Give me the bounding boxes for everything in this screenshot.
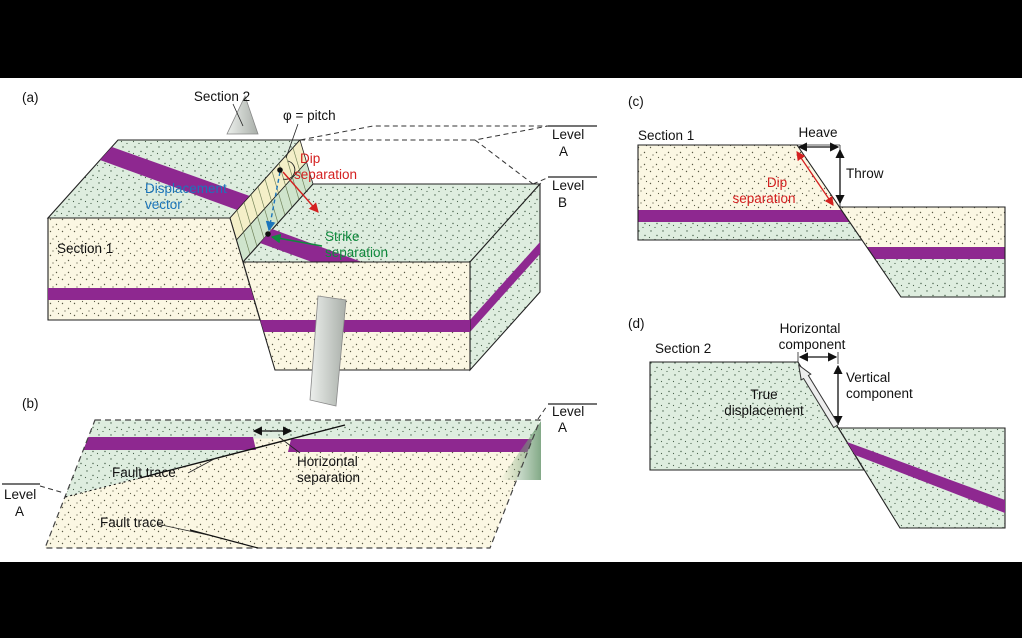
panel-c-label: (c) (628, 94, 644, 109)
heave-label: Heave (798, 125, 837, 140)
pitch-pointer-line (285, 123, 299, 159)
true-displacement-arrow (797, 363, 840, 429)
dip-separation-arrow-c (796, 151, 834, 206)
marker-bed-right-top (260, 229, 362, 262)
level-b-label-1: Level (552, 178, 584, 193)
pitch-label: φ = pitch (283, 108, 336, 123)
section2-plane-top (226, 94, 259, 135)
fault-trace-line-main (139, 424, 346, 479)
marker-bed-right-side (470, 242, 540, 332)
marker-bed-left-top (100, 147, 250, 210)
throw-label: Throw (846, 166, 884, 181)
fault-trace-pointer-lower (156, 523, 209, 536)
c-section1-label: Section 1 (638, 128, 694, 143)
true-displacement-label-2: displacement (724, 403, 804, 418)
dip-separation-label-1: Dip (300, 151, 320, 166)
dip-separation-label-2: separation (294, 167, 357, 182)
panel-d-section2-view: (d) Section 2 Horizontal component Verti… (628, 316, 1006, 529)
level-a-left-label-1: Level (4, 487, 36, 502)
c-marker-bed-left (638, 210, 850, 222)
c-right-block-outline (838, 206, 1006, 298)
marker-bed-map-right (288, 439, 533, 452)
upper-piercing-point (277, 167, 283, 173)
fault-scarp-shading (500, 421, 541, 480)
pitch-angle-arc (282, 160, 296, 180)
section1-label: Section 1 (57, 241, 113, 256)
displacement-vector-arrow (265, 171, 281, 232)
panel-b-label: (b) (22, 396, 39, 411)
level-b-projection-line (532, 177, 548, 185)
left-block-front-face (47, 217, 261, 321)
vertical-component-label-2: component (846, 386, 913, 401)
strike-separation-label-2: separation (325, 245, 388, 260)
panel-a-label: (a) (22, 90, 39, 105)
lower-piercing-point (265, 231, 271, 237)
level-a-left-dash (39, 485, 65, 494)
level-a-right-dash (537, 405, 548, 420)
strike-separation-label-1: Strike (325, 229, 360, 244)
displacement-vector-label-1: Displacement (145, 181, 227, 196)
c-dip-separation-label-1: Dip (767, 175, 787, 190)
fault-trace-line-lower (189, 529, 259, 549)
c-left-block-lower (638, 222, 862, 240)
fault-trace-label-lower: Fault trace (100, 515, 164, 530)
true-displacement-label-1: True (750, 387, 777, 402)
section2-label: Section 2 (194, 89, 250, 104)
marker-bed-map-left (83, 437, 256, 450)
horizontal-separation-pointer (278, 436, 301, 454)
panel-b-map-view: (b) Fault trace Fault trace Horizontal s… (2, 396, 597, 549)
displacement-vector-label-2: vector (145, 197, 182, 212)
level-a-right-label-1: Level (552, 404, 584, 419)
panel-c-section1-view: (c) Section 1 Heave Throw Dip separation (628, 94, 1006, 298)
dip-separation-arrow (282, 171, 319, 213)
horizontal-separation-label-1: Horizontal (297, 454, 358, 469)
horizontal-separation-label-2: separation (297, 470, 360, 485)
strike-separation-arrow (270, 233, 323, 247)
level-a-left-label-2: A (15, 504, 24, 519)
vertical-component-label-1: Vertical (846, 370, 890, 385)
horizontal-component-label-1: Horizontal (780, 321, 841, 336)
d-marker-bed-right (847, 442, 1005, 513)
c-marker-bed-right (866, 247, 1005, 259)
marker-bed-right-front (260, 320, 470, 332)
panel-a-block-diagram: (a) Section 2 φ = pitch Dip separation D… (22, 89, 597, 407)
level-a-right-label-2: A (558, 420, 567, 435)
marker-bed-left-front (48, 288, 255, 300)
c-left-block-upper (638, 145, 842, 210)
section2-pointer-line (232, 103, 244, 127)
c-dip-separation-label-2: separation (732, 191, 795, 206)
section2-plane-bottom (309, 295, 347, 407)
map-green-north-strip (87, 420, 541, 439)
projection-line (474, 139, 534, 185)
level-b-label-2: B (558, 195, 567, 210)
fault-trace-label-upper: Fault trace (112, 465, 176, 480)
c-right-block-lower (875, 259, 1005, 297)
horizontal-component-label-2: component (779, 337, 846, 352)
right-block-front-face (242, 261, 471, 371)
c-right-block-upper (839, 207, 1005, 247)
map-boundary-dashed (44, 419, 541, 549)
level-a-label-1: Level (552, 127, 584, 142)
level-a-label-2: A (559, 144, 568, 159)
panel-d-label: (d) (628, 316, 645, 331)
fault-trace-pointer-upper (187, 457, 217, 474)
d-section2-label: Section 2 (655, 341, 711, 356)
